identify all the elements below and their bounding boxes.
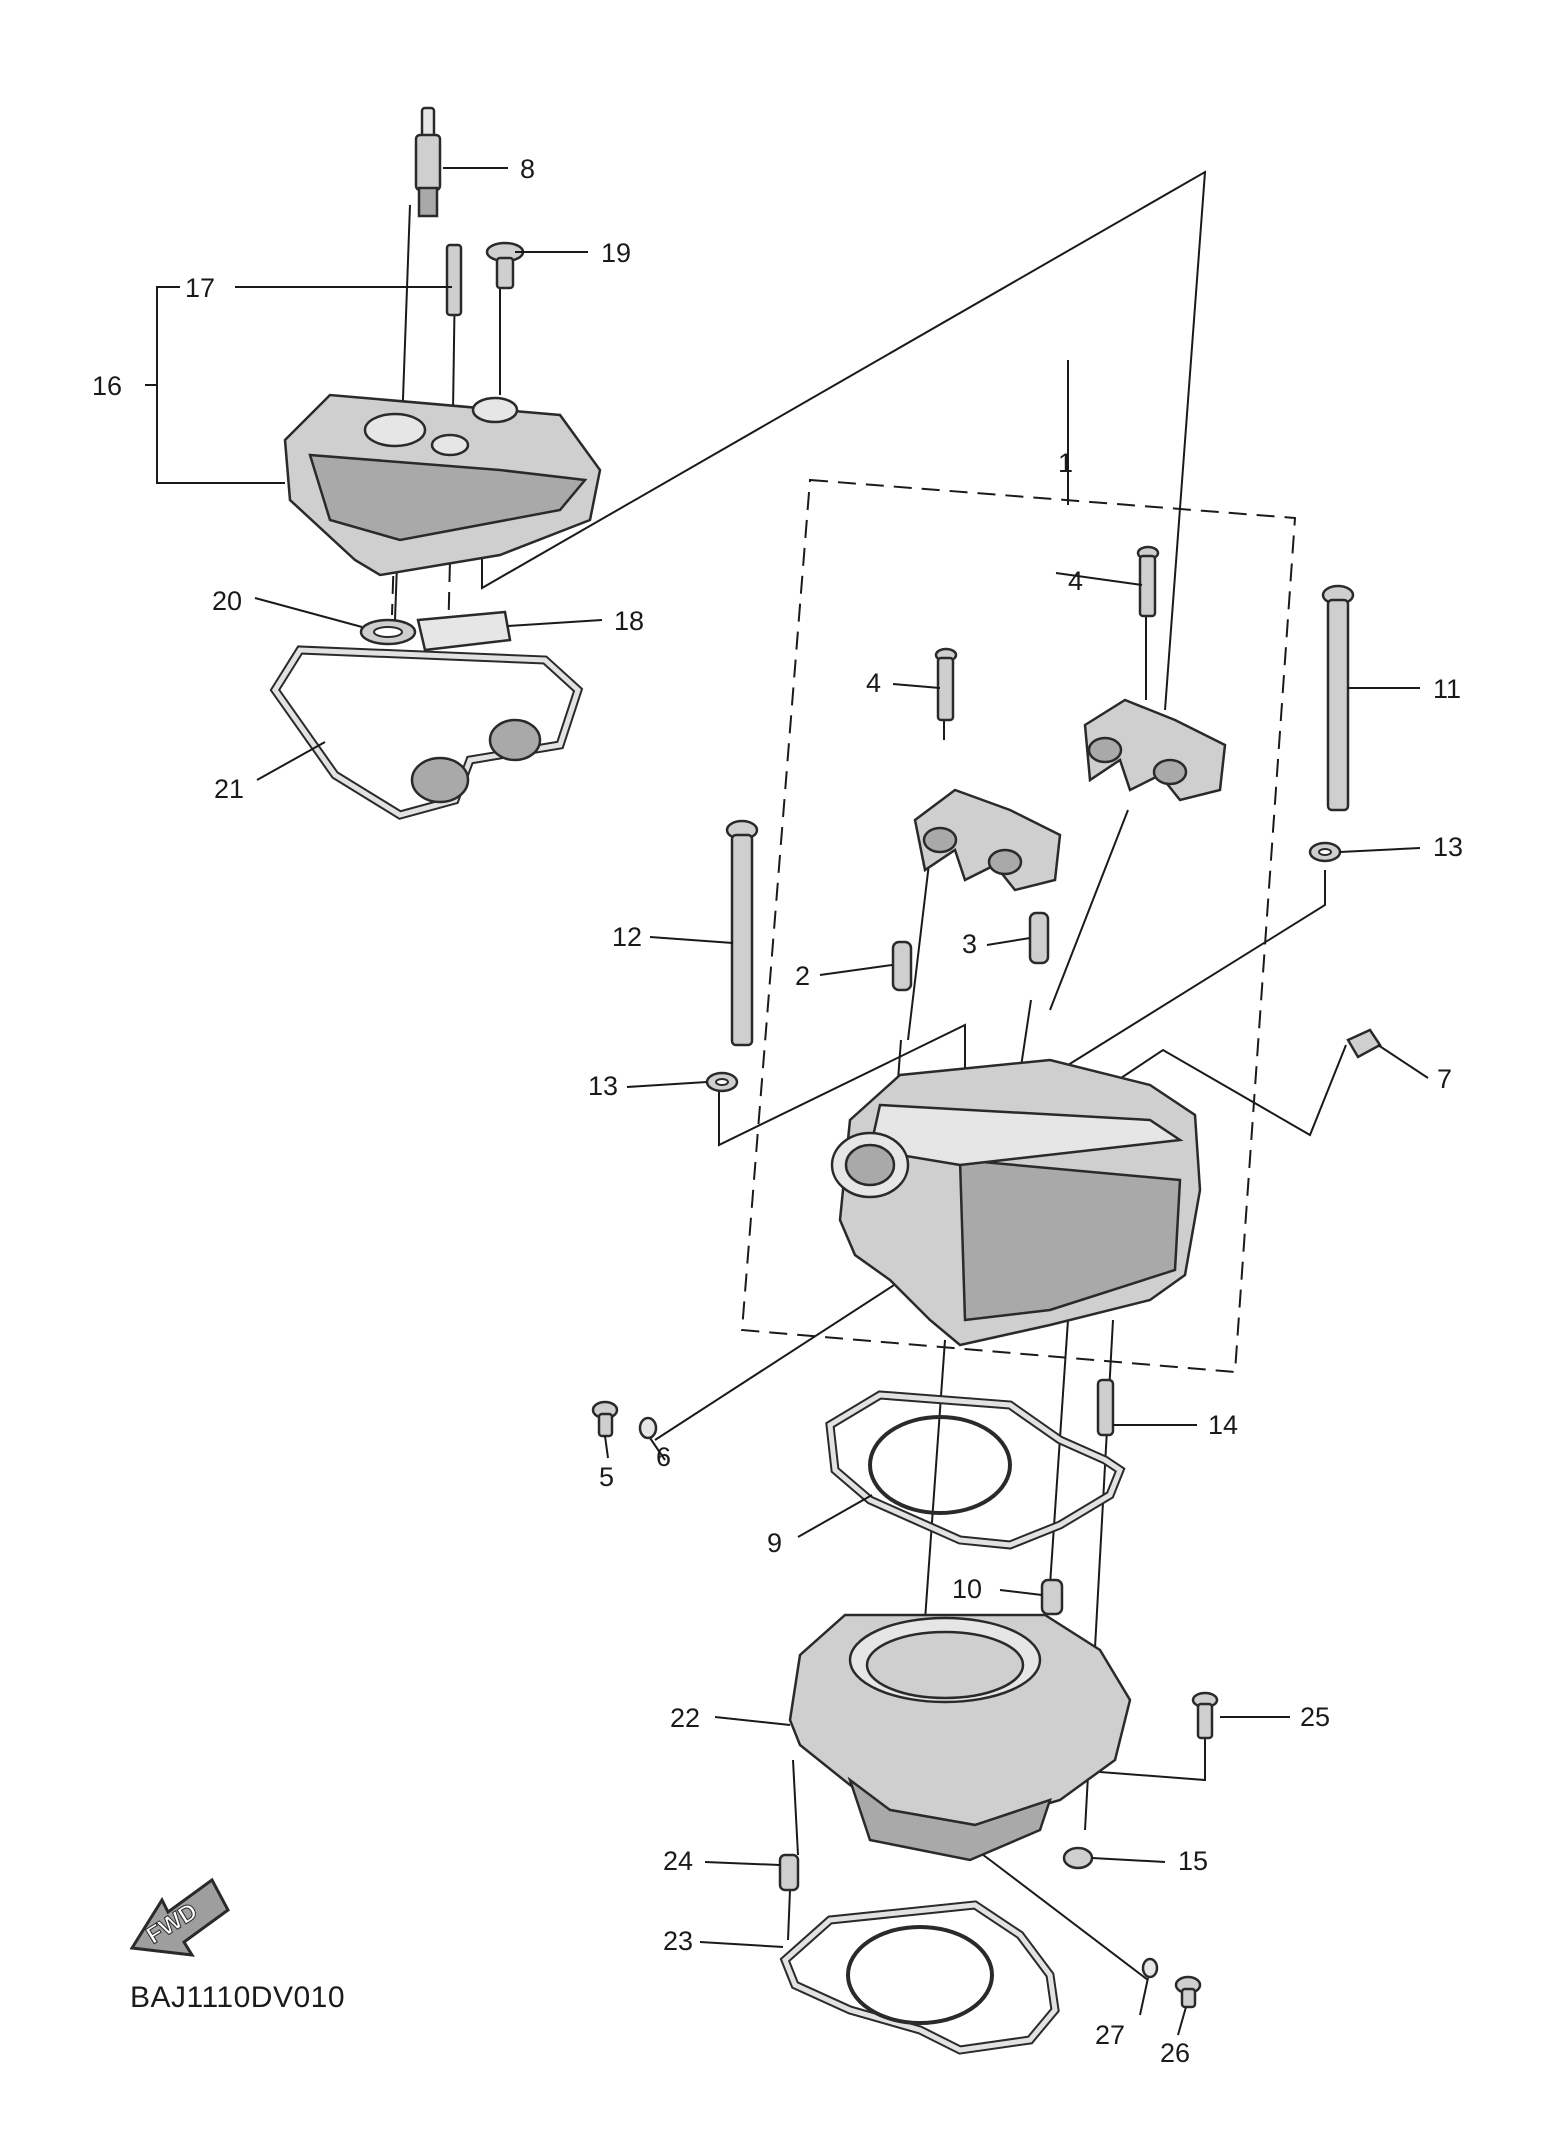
dowel-pin-2 <box>891 940 913 992</box>
callout-17: 17 <box>185 273 215 303</box>
head-cover-gasket <box>269 645 584 820</box>
cam-cap-bolt-right <box>1136 545 1160 618</box>
spark-plug <box>414 106 442 218</box>
fwd-arrow-icon: FWD <box>129 1877 230 1957</box>
callout-25: 25 <box>1300 1702 1330 1732</box>
callout-8: 8 <box>520 154 535 184</box>
cylinder-base-gasket <box>779 1900 1060 2055</box>
callout-11: 11 <box>1433 674 1461 704</box>
cylinder <box>788 1613 1132 1862</box>
callout-6: 6 <box>656 1442 671 1472</box>
cover-stud-bolt <box>445 243 463 317</box>
callout-12: 12 <box>612 922 642 952</box>
plug-bolt <box>591 1400 619 1438</box>
dowel-pin-24 <box>778 1853 800 1892</box>
callout-13a: 13 <box>1433 832 1463 862</box>
callout-24: 24 <box>663 1846 693 1876</box>
callout-27: 27 <box>1095 2020 1125 2050</box>
cylinder-head <box>830 1058 1202 1347</box>
callout-15: 15 <box>1178 1846 1208 1876</box>
small-o-ring <box>1141 1957 1159 1979</box>
callout-5: 5 <box>599 1462 614 1492</box>
callout-3: 3 <box>962 929 977 959</box>
callout-labels: 1 2 3 4 4 5 6 7 8 9 10 11 12 13 13 14 15… <box>92 154 1463 2068</box>
callout-20: 20 <box>212 586 242 616</box>
cylinder-head-gasket <box>825 1390 1126 1550</box>
cam-cap-bolt-left <box>934 647 958 722</box>
stud-bolt <box>1346 1028 1382 1059</box>
callout-18: 18 <box>614 606 644 636</box>
cover-flange-bolt <box>485 241 525 290</box>
callout-4a: 4 <box>1068 566 1083 596</box>
callout-1: 1 <box>1058 448 1073 478</box>
callout-leaders <box>145 167 1429 2036</box>
camshaft-cap-right <box>1083 698 1227 802</box>
cover-seal-strip <box>416 610 512 652</box>
cylinder-nut <box>1062 1846 1094 1870</box>
callout-19: 19 <box>601 238 631 268</box>
callout-13b: 13 <box>588 1071 618 1101</box>
callout-21: 21 <box>214 774 244 804</box>
head-bolt-long-right <box>1321 584 1355 812</box>
callout-26: 26 <box>1160 2038 1190 2068</box>
dowel-pin-10 <box>1040 1578 1064 1616</box>
o-ring <box>638 1416 658 1440</box>
diagram-code: BAJ1110DV010 <box>130 1981 345 2014</box>
cylinder-bolt <box>1191 1691 1219 1740</box>
dowel-pin-14 <box>1096 1378 1115 1437</box>
callout-7: 7 <box>1437 1064 1452 1094</box>
callout-14: 14 <box>1208 1410 1238 1440</box>
camshaft-cap-left <box>913 788 1062 892</box>
callout-23: 23 <box>663 1926 693 1956</box>
callout-22: 22 <box>670 1703 700 1733</box>
callout-10: 10 <box>952 1574 982 1604</box>
dowel-pin-3 <box>1028 911 1050 965</box>
cylinder-head-cover <box>283 393 602 577</box>
small-plug-bolt <box>1174 1975 1202 2009</box>
callout-16: 16 <box>92 371 122 401</box>
head-bolt-long-left <box>725 819 759 1047</box>
callout-2: 2 <box>795 961 810 991</box>
cylinder-head-assembly-boundary <box>740 478 1297 1374</box>
callout-4b: 4 <box>866 668 881 698</box>
callout-9: 9 <box>767 1528 782 1558</box>
